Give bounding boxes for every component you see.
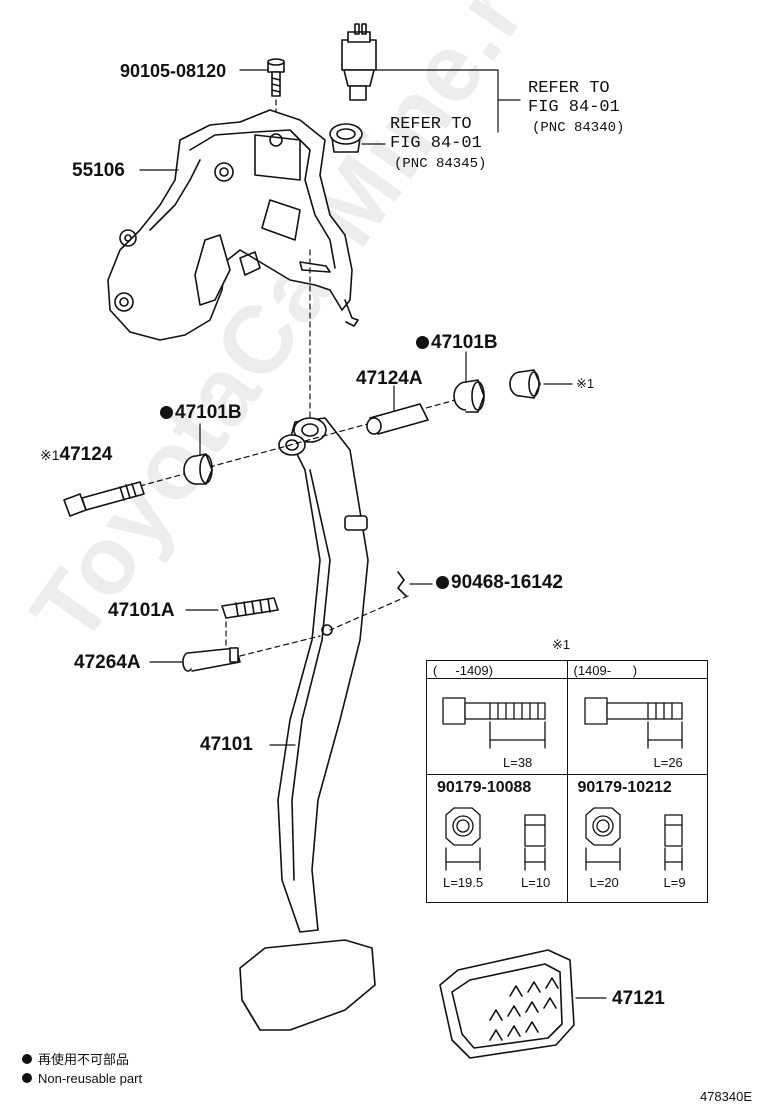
non-reusable-dot-icon	[416, 336, 429, 349]
label-pin: 47264A	[74, 652, 141, 673]
return-spring	[185, 597, 279, 651]
non-reusable-dot-icon	[22, 1073, 32, 1083]
label-bolt-main: ※147124	[40, 444, 113, 465]
pedal-bracket	[107, 109, 359, 341]
bolt1-cell: L=38	[426, 678, 568, 775]
non-reusable-dot-icon	[22, 1054, 32, 1064]
col1-header: ( -1409)	[426, 660, 568, 679]
col2-header: (1409- )	[566, 660, 708, 679]
clip	[329, 571, 433, 631]
refer-leaders	[361, 69, 521, 145]
nut2-cell: 90179-10212 L=20 L=9	[566, 774, 708, 903]
collar	[366, 385, 429, 435]
fastener-variants-table: ( -1409) (1409- ) L=38 L=26 90179-10088 …	[426, 660, 708, 903]
label-refer2-line1: REFER TO	[390, 115, 472, 134]
label-bolt-top: 90105-08120	[120, 61, 227, 81]
label-bushing-right: 47101B	[416, 333, 498, 352]
diagram-code: 478340E	[699, 1089, 752, 1104]
label-spring: 47101A	[108, 600, 175, 621]
label-pedal-arm: 47101	[200, 734, 253, 755]
bolt-main	[63, 481, 145, 517]
label-clip: 90468-16142	[436, 573, 563, 592]
nut1-cell: 90179-10088 L=19.5 L=10	[426, 774, 568, 903]
grommet	[329, 123, 363, 153]
stop-lamp-switch	[341, 23, 377, 101]
label-refer1-line2: FIG 84-01	[528, 98, 620, 117]
label-refer1-pnc: (PNC 84340)	[532, 120, 625, 136]
legend-en: Non-reusable part	[22, 1071, 142, 1086]
bushing-left	[183, 423, 213, 485]
label-pad: 47121	[612, 988, 665, 1009]
label-refer2-pnc: (PNC 84345)	[394, 156, 487, 172]
label-bracket: 55106	[72, 160, 125, 181]
pedal-pad-installed	[239, 939, 376, 1031]
pedal-pin	[149, 635, 321, 672]
pedal-arm	[269, 417, 369, 933]
inset-title: ※1	[552, 637, 571, 652]
label-collar: 47124A	[356, 368, 423, 389]
label-bushing-left: 47101B	[160, 403, 242, 422]
nut-right	[509, 369, 573, 399]
label-refer2-line2: FIG 84-01	[390, 134, 482, 153]
bushing-right	[453, 351, 485, 413]
non-reusable-dot-icon	[436, 576, 449, 589]
legend-jp: 再使用不可部品	[22, 1049, 129, 1068]
bolt2-cell: L=26	[566, 678, 708, 775]
label-nut-mark: ※1	[576, 376, 595, 391]
label-refer1-line1: REFER TO	[528, 79, 610, 98]
non-reusable-dot-icon	[160, 406, 173, 419]
pedal-pad	[439, 949, 607, 1059]
